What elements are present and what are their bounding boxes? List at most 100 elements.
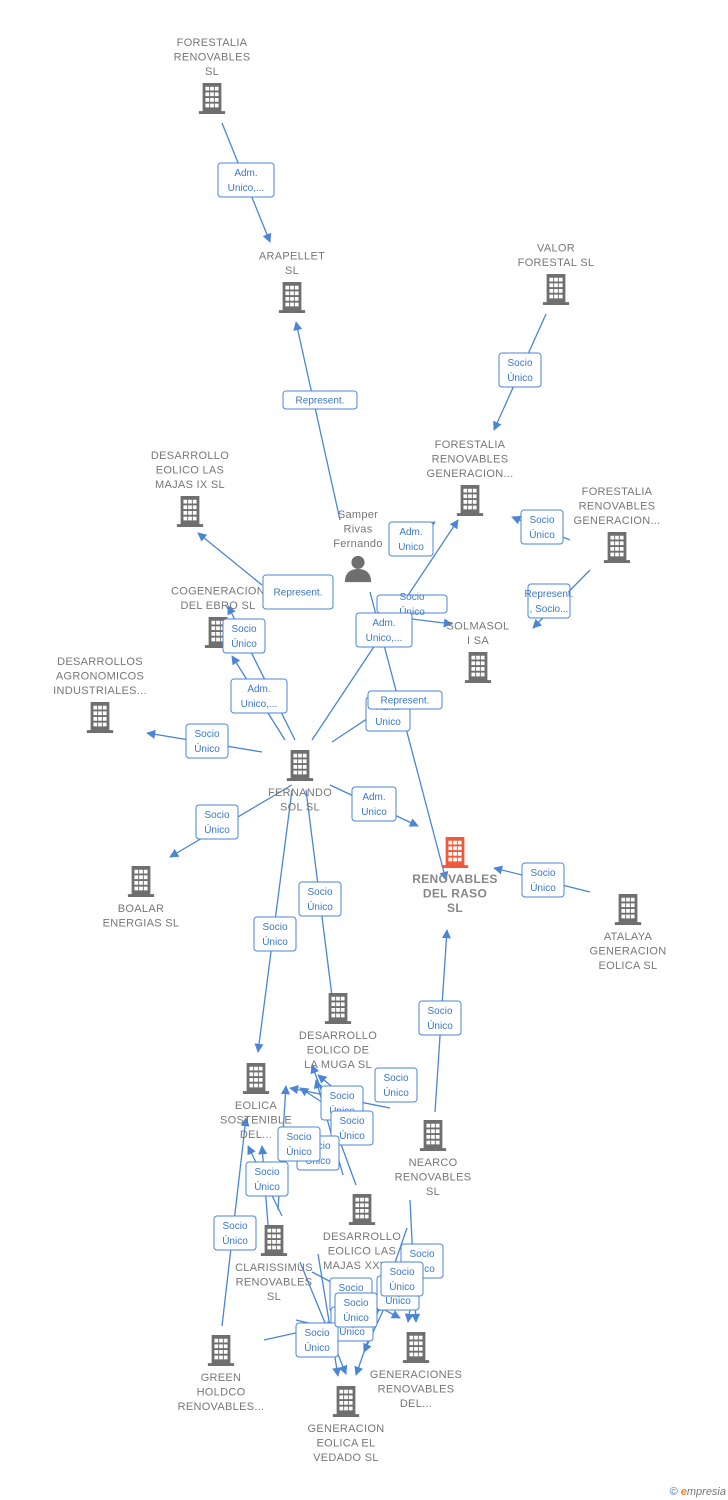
building-icon [441, 837, 469, 868]
relation-label[interactable]: Adm.Unico [351, 786, 397, 822]
node-label: RENOVABLES [174, 52, 251, 64]
relation-label-text: Represent. [274, 588, 323, 599]
relation-label-text: Único [385, 1294, 411, 1307]
company-node[interactable]: EOLICASOSTENIBLEDEL... [220, 1063, 292, 1141]
relation-label-text: Único [530, 881, 556, 894]
node-label: GENERACION... [573, 515, 660, 527]
building-icon [614, 894, 642, 925]
relation-label[interactable]: Adm.Unico,... [217, 162, 275, 198]
relation-label[interactable]: Represent. [367, 690, 443, 710]
company-node[interactable]: GREENHOLDCORENOVABLES... [178, 1335, 265, 1413]
company-node[interactable]: GENERACIONESRENOVABLESDEL... [370, 1332, 462, 1410]
relation-label[interactable]: Represent. [262, 574, 334, 610]
building-icon [278, 282, 306, 313]
building-icon [542, 274, 570, 305]
relation-label-text: , Socio... [530, 604, 569, 615]
relation-label[interactable]: Represent. [282, 390, 358, 410]
relation-label[interactable]: Adm.Unico,... [230, 678, 288, 714]
building-icon [207, 1335, 235, 1366]
relation-label[interactable]: Adm.Unico [388, 521, 434, 557]
relation-label-text: Socio [254, 1167, 279, 1178]
relation-label[interactable]: Represent., Socio... [525, 583, 574, 619]
relation-label-box [520, 509, 564, 545]
relation-label-text: Unico [361, 807, 387, 818]
relation-label-text: Único [286, 1145, 312, 1158]
relation-label[interactable]: Adm.Unico,... [355, 612, 413, 648]
node-label: GENERACIONES [370, 1369, 462, 1381]
building-icon [419, 1120, 447, 1151]
relation-label-box [295, 1322, 339, 1358]
relation-label-box [230, 678, 288, 714]
footer-brand[interactable]: © empresia [670, 1486, 726, 1498]
brand-logo: empresia [680, 1486, 726, 1498]
relation-label-box [282, 390, 358, 410]
node-label: ATALAYA [604, 931, 653, 943]
relation-label-text: Socio [304, 1328, 329, 1339]
building-icon [176, 496, 204, 527]
relation-label-text: Único [339, 1325, 365, 1338]
building-icon [286, 750, 314, 781]
relation-label-box [527, 583, 571, 619]
relation-label-box [355, 612, 413, 648]
person-icon [344, 555, 372, 583]
relation-label-text: Único [231, 637, 257, 650]
node-label: SOSTENIBLE [220, 1115, 292, 1127]
node-label: Fernando [333, 538, 383, 550]
relation-label-text: Único [204, 823, 230, 836]
node-label: FORESTALIA [177, 37, 248, 49]
node-label: GENERACION [590, 946, 667, 958]
relation-label-box [388, 521, 434, 557]
company-node[interactable]: FORESTALIARENOVABLESGENERACION... [426, 439, 513, 516]
node-label: GENERACION... [426, 468, 513, 480]
node-label: BOALAR [118, 903, 164, 915]
copyright-symbol: © [669, 1486, 678, 1498]
relation-label-box [245, 1161, 289, 1197]
relation-label-text: Socio [194, 729, 219, 740]
company-node[interactable]: FORESTALIARENOVABLESGENERACION... [573, 486, 660, 563]
node-label: Rivas [343, 524, 372, 536]
relation-label-text: Unico [375, 717, 401, 728]
relation-label-text: Socio [204, 810, 229, 821]
relation-label-text: Adm. [234, 168, 257, 179]
relation-label-text: Socio [307, 887, 332, 898]
node-label: EOLICO DE [307, 1045, 370, 1057]
relation-label-box [418, 1000, 462, 1036]
node-label: RENOVABLES [432, 454, 509, 466]
node-label: ARAPELLET [259, 251, 325, 263]
company-node[interactable]: DESARROLLOSAGRONOMICOSINDUSTRIALES... [53, 656, 147, 733]
